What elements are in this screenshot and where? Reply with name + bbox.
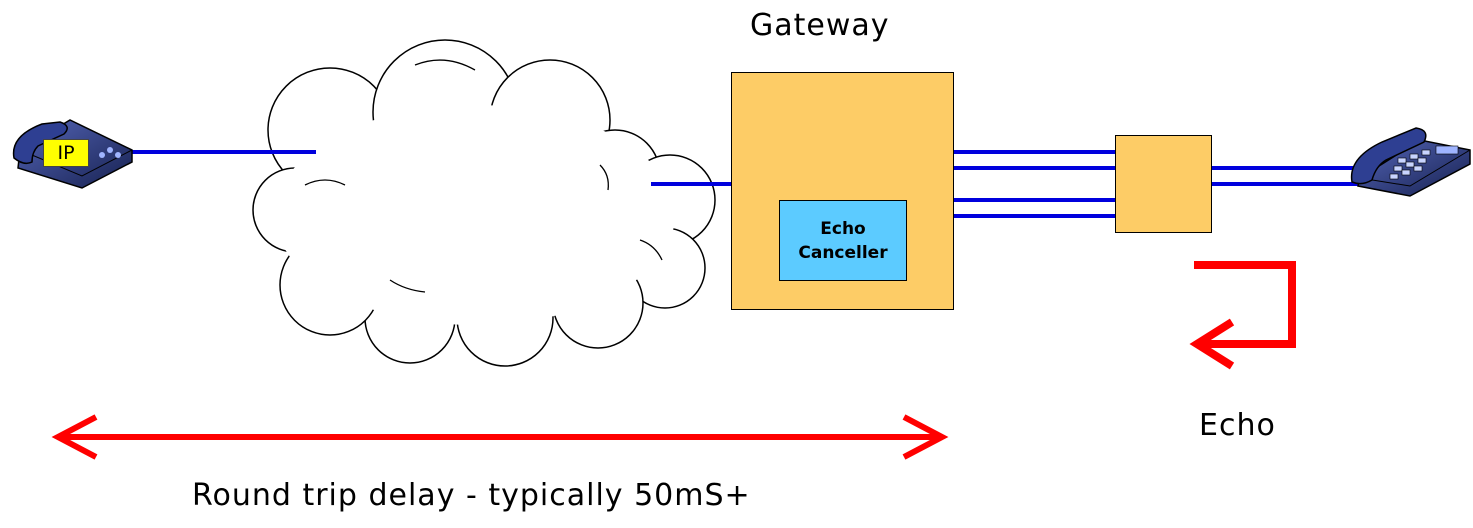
echo-canceller-box: Echo Canceller	[779, 200, 907, 281]
echo-canceller-label-line1: Echo	[820, 218, 866, 239]
gateway-label: Gateway	[750, 8, 890, 43]
ip-phone-badge: IP	[43, 139, 89, 167]
echo-label: Echo	[1199, 408, 1276, 443]
round-trip-arrow	[51, 414, 949, 460]
desk-phone-icon	[1350, 127, 1471, 197]
hybrid-box	[1115, 135, 1212, 233]
echo-canceller-label-line2: Canceller	[798, 242, 888, 263]
signal-lines	[120, 150, 1380, 218]
round-trip-delay-label: Round trip delay - typically 50mS+	[192, 478, 751, 513]
cloud-icon	[252, 39, 716, 367]
echo-return-arrow	[1189, 261, 1296, 370]
